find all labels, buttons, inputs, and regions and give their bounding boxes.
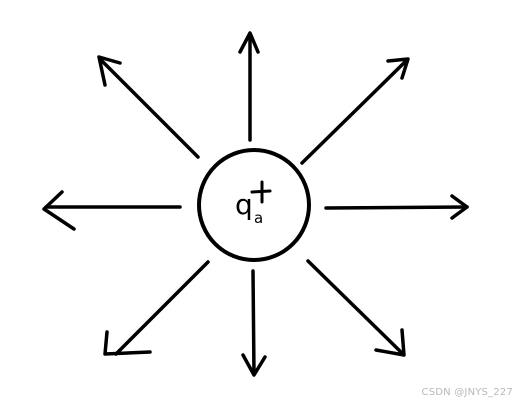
field-arrow-down: [241, 269, 267, 377]
positive-charge-icon: [250, 180, 272, 204]
field-arrow-right: [324, 194, 469, 220]
charge-circle: [197, 148, 311, 262]
field-arrow-up: [238, 31, 260, 142]
field-arrow-down-right: [306, 259, 406, 357]
charge-subscript: a: [254, 209, 263, 227]
charge-symbol: q: [235, 188, 253, 221]
field-arrow-up-left: [97, 55, 200, 159]
field-arrow-up-right: [300, 57, 410, 165]
field-arrow-left: [42, 190, 182, 231]
field-arrow-down-left: [103, 260, 210, 356]
watermark: CSDN @JNYS_227: [421, 387, 513, 398]
